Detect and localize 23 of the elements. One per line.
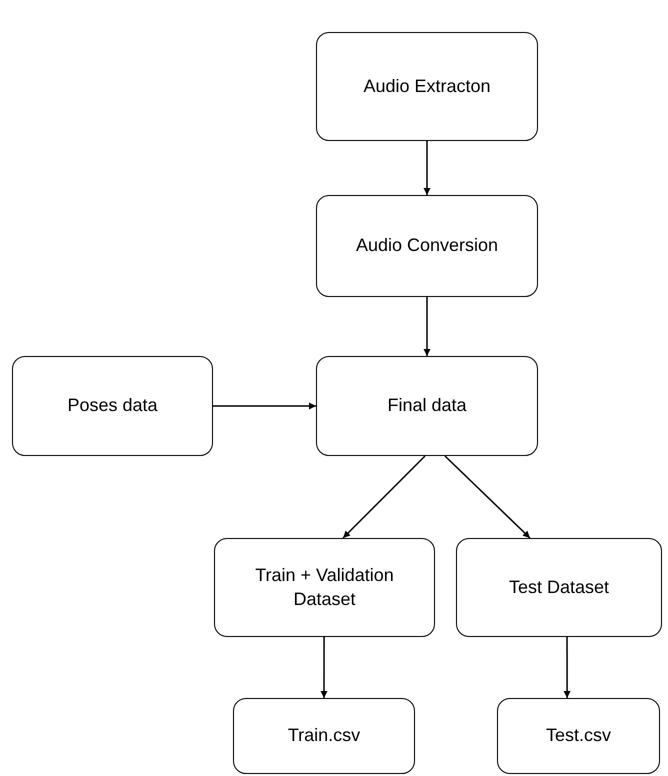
box-label: Train + Validation Dataset [254,564,395,610]
process-box [456,538,662,637]
arrow [444,455,530,539]
box-label: Train.csv [286,724,362,748]
process-box [233,698,415,774]
arrow [213,402,316,410]
arrow [320,637,328,698]
box-label: Audio Extracton [362,74,492,98]
box-label: Test Dataset [508,576,610,599]
box-label: Test.csv [544,724,612,748]
arrow [424,141,430,195]
box-label: Final data [386,394,468,418]
process-box [316,195,538,297]
process-box [316,356,538,456]
process-box [12,356,213,456]
arrow [424,297,430,356]
box-label: Audio Conversion [354,234,500,258]
arrow [342,455,426,539]
arrow [564,637,571,698]
process-box [316,32,538,141]
process-box [497,698,660,774]
process-box [214,538,435,637]
box-label: Poses data [66,394,159,418]
